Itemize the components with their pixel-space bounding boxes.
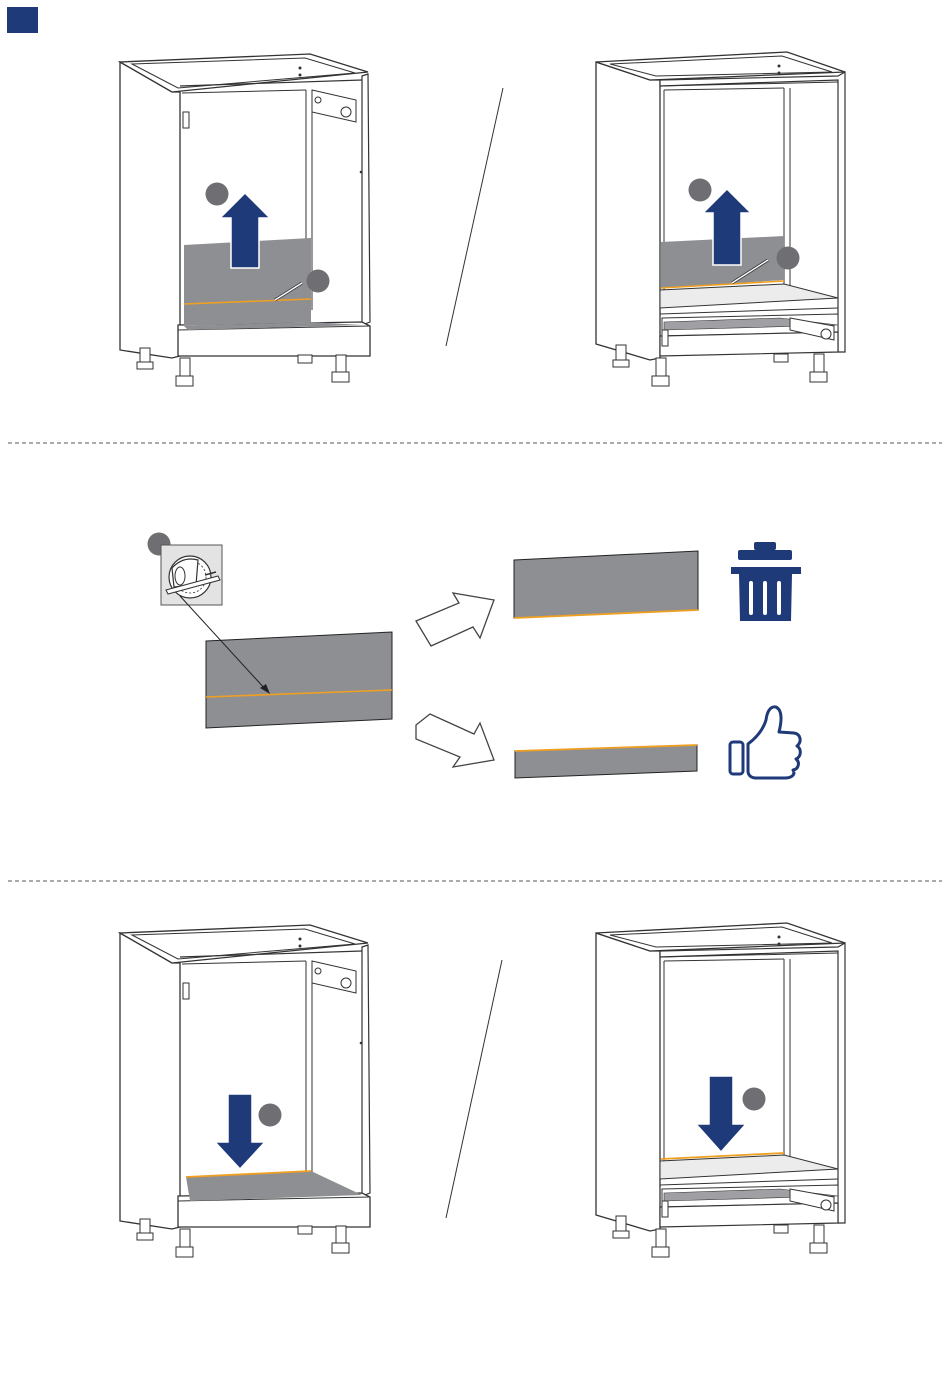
outline-arrow-upper [416,593,494,646]
cabinet-oven-reinstall [596,923,845,1257]
cabinet-base-reinstall [120,925,370,1257]
thumbs-up-icon [730,707,800,778]
divider-slash [446,88,503,346]
cabinet-oven-remove [596,52,845,386]
callout-circle [777,247,800,270]
arrow-down [696,1076,746,1152]
trash-can-icon [731,542,801,621]
callout-circle [206,183,229,206]
callout-circle [689,179,712,202]
cut-back-panel-step [148,533,802,779]
cabinet-base-remove [120,54,370,386]
callout-circle [259,1104,282,1127]
outline-arrow-lower [416,714,494,767]
discarded-panel-upper [514,551,698,618]
full-back-panel [206,632,392,728]
callout-circle [743,1088,766,1111]
callout-circle [307,270,330,293]
circular-saw-icon [161,545,222,605]
divider-slash [446,960,502,1218]
arrow-down [215,1094,265,1169]
